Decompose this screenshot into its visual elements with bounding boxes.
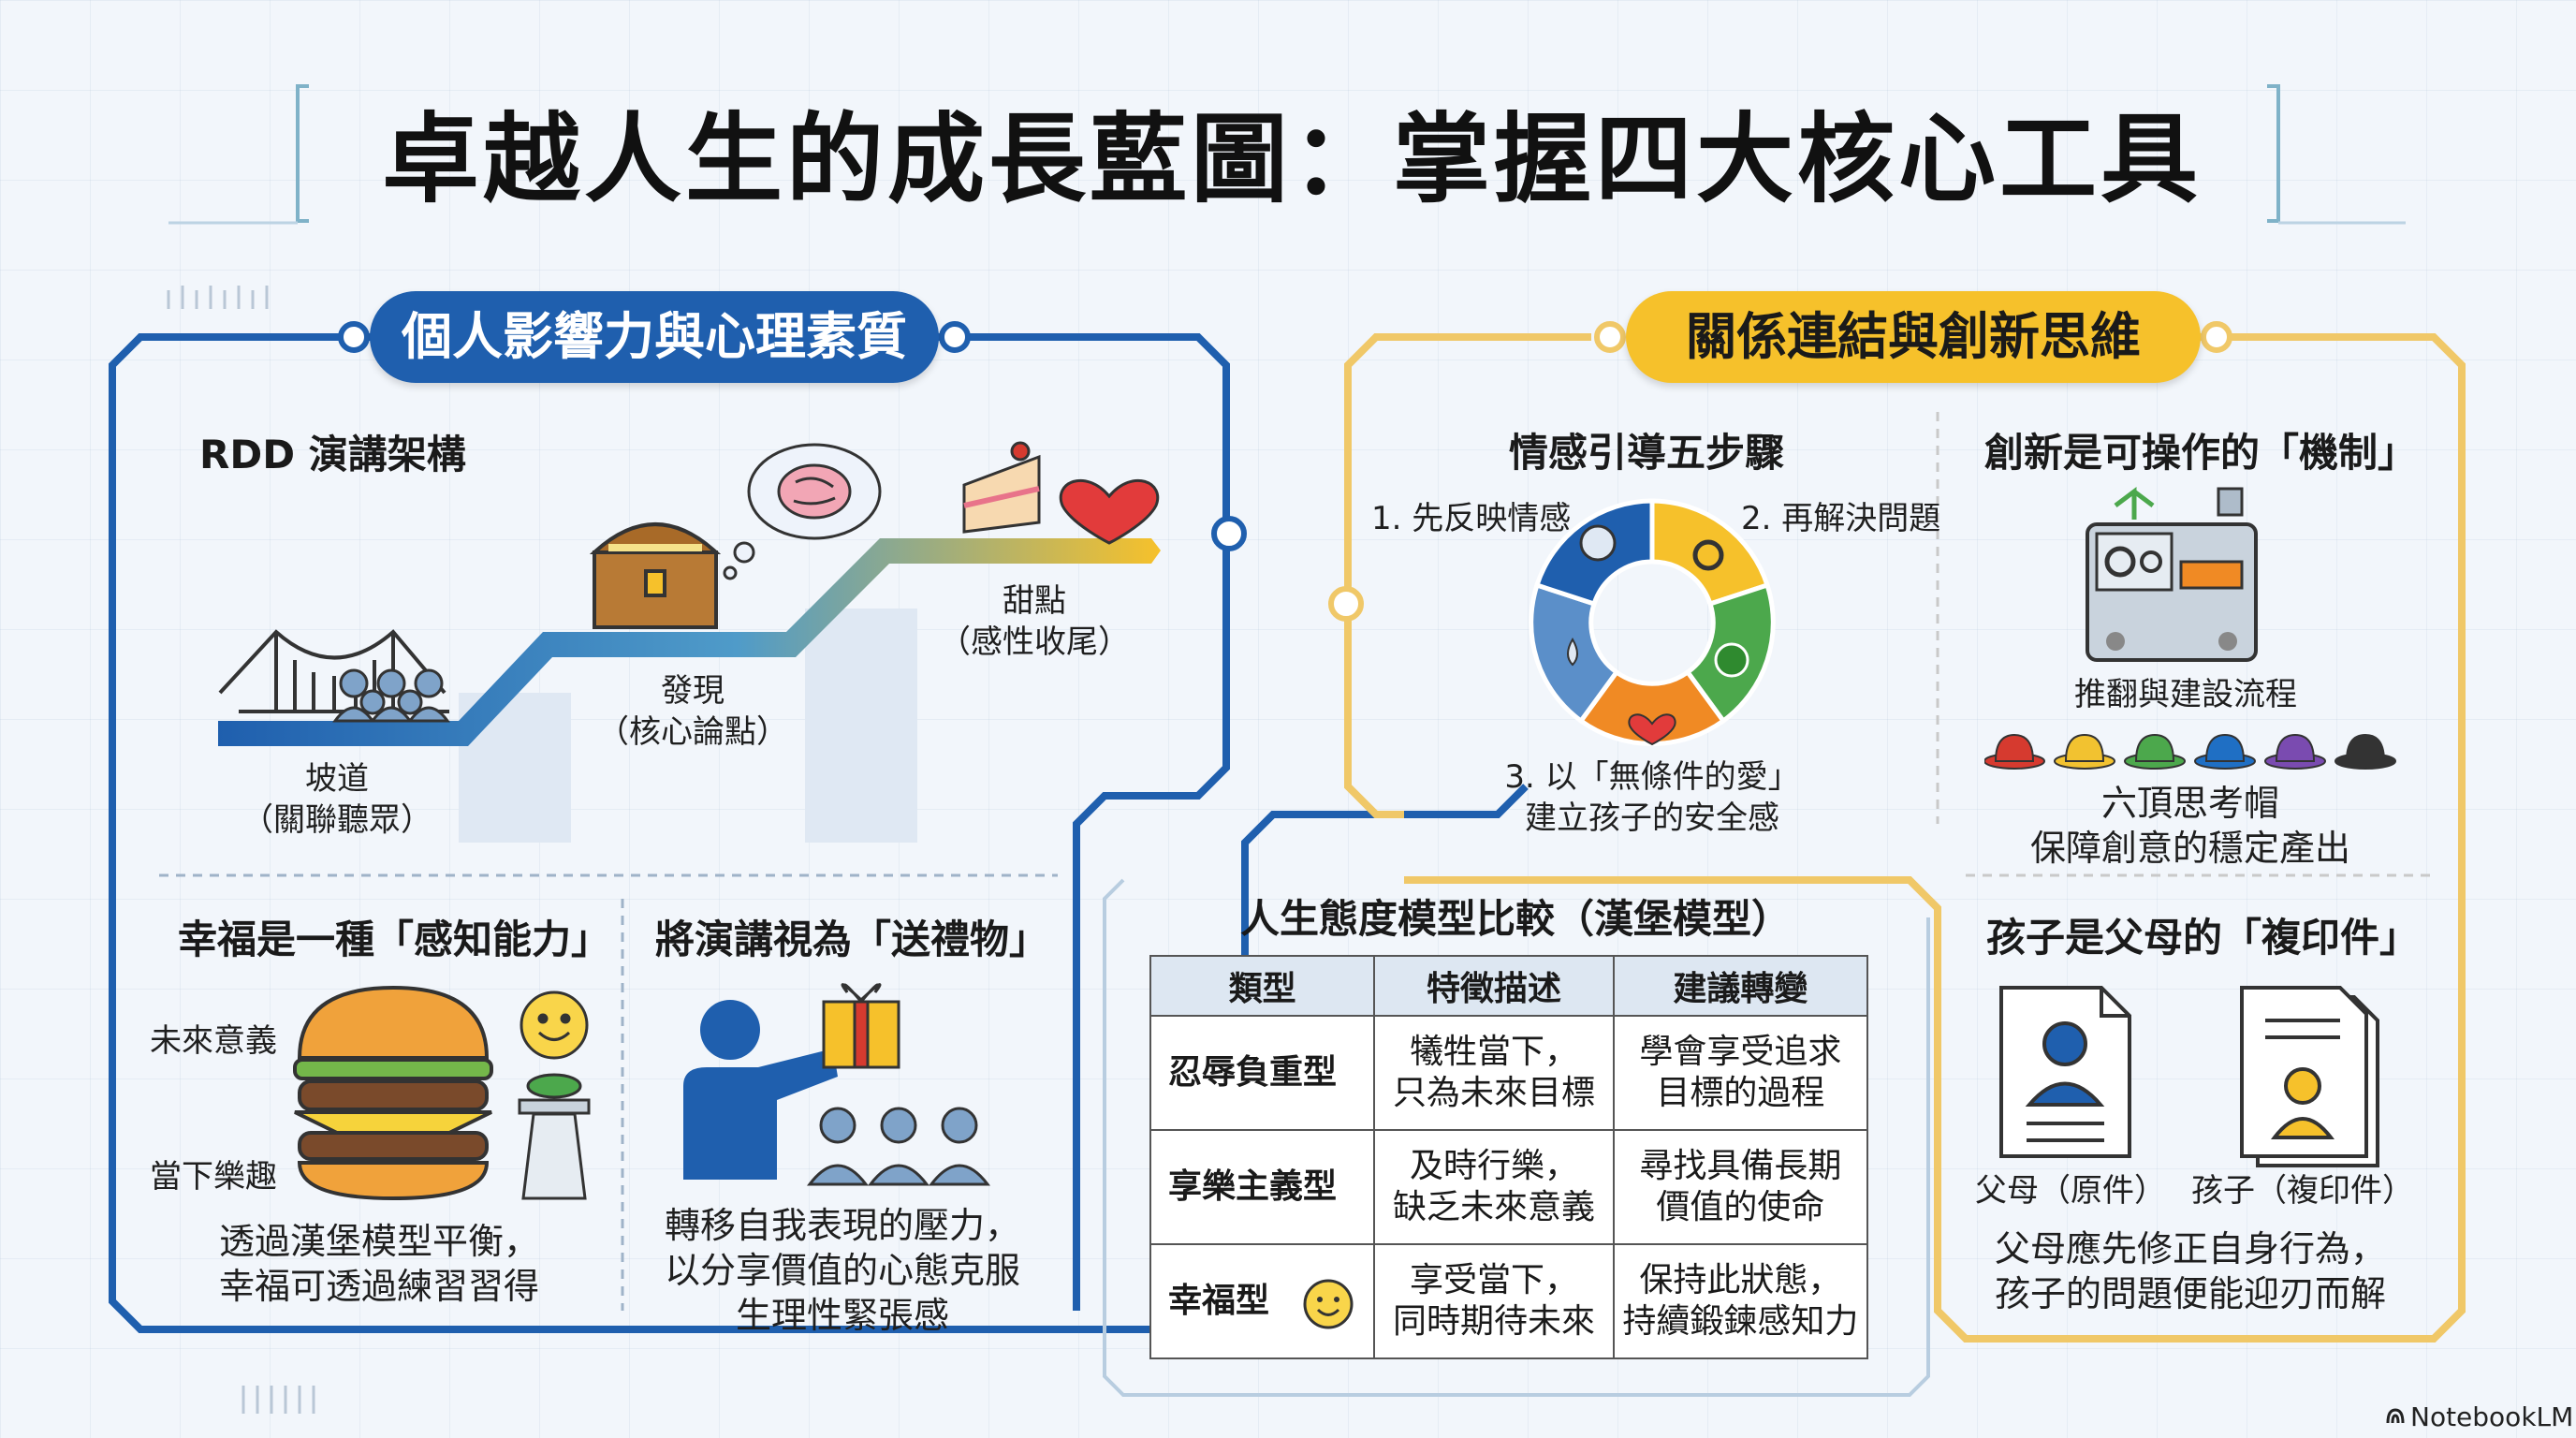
treasure-chest-icon [589,522,722,629]
copy-illustration [1999,986,2379,1167]
desc-cell: 及時行樂， 缺乏未來意義 [1373,1129,1615,1245]
speech-gift-title: 將演講視為「送禮物」 [655,917,1049,962]
future-meaning-label: 未來意義 [150,1022,277,1060]
audience-icon [332,668,450,723]
copy-title: 孩子是父母的「複印件」 [1986,915,2420,961]
mirror-icon [1579,524,1617,562]
rdd-title: RDD 演講架構 [199,432,466,477]
type-cell: 忍辱負重型 [1149,1015,1376,1131]
cake-icon [962,441,1041,534]
desc-cell: 享受當下， 同時期待未來 [1373,1243,1615,1359]
discovery-label: 發現 （核心論點） [597,672,788,751]
hamburger-illustration [293,985,591,1201]
six-hats [1984,733,2396,770]
hat-icon [2194,733,2256,770]
emotion-guide-title: 情感引導五步驟 [1509,430,1785,476]
emotion-cycle-wheel [1529,498,1776,747]
check-icon [1714,642,1749,678]
advice-cell: 尋找具備長期 價值的使命 [1612,1129,1869,1245]
table-header: 特徵描述 [1373,955,1615,1017]
gear-icon [1692,539,1724,571]
copy-caption: 父母應先修正自身行為， 孩子的問題便能迎刃而解 [1994,1228,2386,1314]
table-header: 建議轉變 [1612,955,1869,1017]
gift-icon [822,983,900,1069]
innovation-title: 創新是可操作的「機制」 [1984,430,2418,476]
table-row: 享樂主義型 及時行樂， 缺乏未來意義 尋找具備長期 價值的使命 [1149,1129,1869,1245]
left-section-heading: 個人影響力與心理素質 [370,291,939,383]
document-stack-icon [2240,986,2379,1167]
machine-icon [2086,487,2258,662]
type-label: 幸福型 [1168,1282,1270,1320]
hamburger-icon [293,985,493,1201]
hats-caption: 六頂思考帽 保障創意的穩定產出 [2029,783,2350,869]
advice-cell: 保持此狀態， 持續鍛鍊感知力 [1612,1243,1869,1359]
hat-icon [2124,733,2186,770]
type-cell: 享樂主義型 [1149,1129,1376,1245]
emotion-step-1: 1. 先反映情感 [1371,500,1572,537]
happiness-title: 幸福是一種「感知能力」 [178,917,611,962]
hat-icon [2334,733,2396,770]
speaker-icon [683,1000,838,1180]
attitude-comparison-table: 類型 特徵描述 建議轉變 忍辱負重型 犧牲當下， 只為未來目標 學會享受追求 目… [1149,955,1869,1359]
speech-gift-caption: 轉移自我表現的壓力， 以分享價值的心態克服 生理性緊張感 [664,1205,1020,1336]
table-header: 類型 [1149,955,1376,1017]
heart-icon [1628,713,1676,746]
brain-thought-icon [723,443,882,580]
child-label: 孩子（複印件） [2191,1172,2414,1210]
table-row: 幸福型 享受當下， 同時期待未來 保持此狀態， 持續鍛鍊感知力 [1149,1243,1869,1359]
stand-icon [518,1073,591,1200]
hat-icon [2264,733,2326,770]
smiley-icon [1303,1279,1354,1329]
dessert-label: 甜點 （感性收尾） [939,582,1130,661]
hat-icon [1984,733,2045,770]
document-icon [1999,986,2131,1158]
brand-label: NotebookLM [2410,1401,2574,1432]
speech-gift-illustration [683,983,991,1186]
present-joy-label: 當下樂趣 [150,1158,277,1196]
rdd-diagram [218,441,1161,843]
audience-icon [806,1107,991,1186]
emotion-step-2: 2. 再解決問題 [1741,500,1941,537]
happiness-caption: 透過漢堡模型平衡， 幸福可透過練習習得 [218,1221,539,1307]
notebooklm-logo-icon [2386,1408,2405,1424]
type-cell-happy: 幸福型 [1149,1243,1376,1359]
desc-cell: 犧牲當下， 只為未來目標 [1373,1015,1615,1131]
smiley-icon [520,990,589,1060]
emotion-step-3: 3. 以「無條件的愛」 建立孩子的安全感 [1504,758,1800,837]
hat-icon [2054,733,2115,770]
machine-caption: 推翻與建設流程 [2074,676,2297,713]
ramp-label: 坡道 （關聯聽眾） [242,760,432,839]
parent-label: 父母（原件） [1975,1172,2166,1210]
attitude-model-title: 人生態度模型比較（漢堡模型） [1240,896,1792,942]
heart-icon [1059,478,1160,545]
table-row: 忍辱負重型 犧牲當下， 只為未來目標 學會享受追求 目標的過程 [1149,1015,1869,1131]
page-title: 卓越人生的成長藍圖：掌握四大核心工具 [381,102,2202,216]
right-section-heading: 關係連結與創新思維 [1626,291,2201,383]
advice-cell: 學會享受追求 目標的過程 [1612,1015,1869,1131]
water-drop-icon [1567,638,1578,667]
